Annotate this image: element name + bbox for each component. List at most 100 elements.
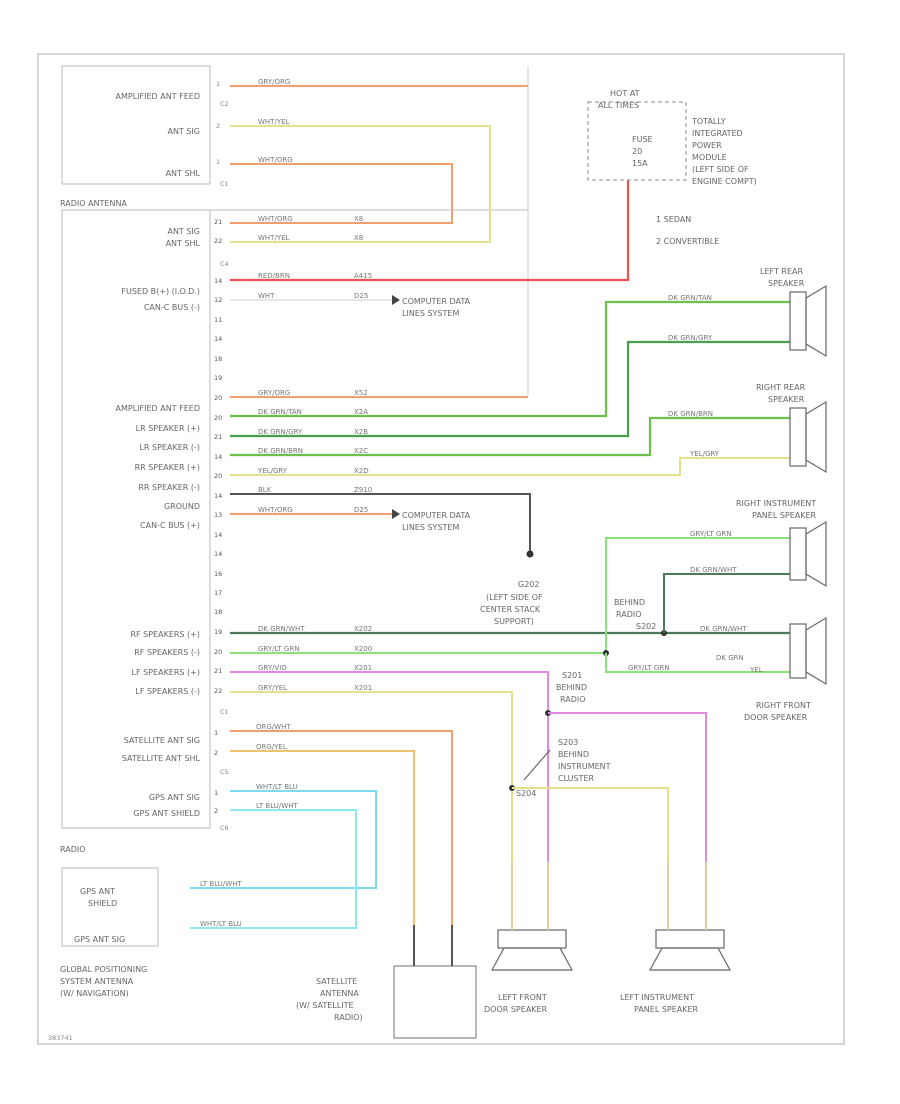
svg-text:19: 19 [214,628,222,636]
circuit-label: D25 [354,506,368,514]
svg-text:14: 14 [214,550,222,558]
tipm-label-d: MODULE [692,153,727,162]
tipm-label-e: (LEFT SIDE OF [692,165,749,174]
ant-sig-label: ANT SIG [167,127,200,136]
wire-rf-neg [230,537,790,654]
circuit-label: X2D [354,467,369,475]
bottom-speaker-leads [511,862,707,930]
tipm-box [587,101,687,181]
wire-label: DK GRN/WHT [700,625,747,633]
tipm-label-f: ENGINE COMPT) [692,177,757,186]
svg-text:21: 21 [214,218,222,226]
wire-label: DK GRN/TAN [258,408,302,416]
g202-label: G202 [518,580,539,589]
s202-label: S202 [636,622,656,631]
svg-text:22: 22 [214,687,222,695]
wire-label: DK GRN/BRN [258,447,303,455]
s203-label-c: INSTRUMENT [558,762,611,771]
svg-text:12: 12 [214,296,222,304]
wire-label: GRY/ORG [258,389,290,397]
svg-text:SPEAKER: SPEAKER [768,279,805,288]
svg-text:LEFT REAR: LEFT REAR [760,267,803,276]
connector-c5: C5 [220,768,229,776]
hot-at-label: HOT AT [610,89,640,98]
circuit-label: X2A [354,408,368,416]
radio-antenna-title: RADIO ANTENNA [60,199,127,208]
circuit-label: X2B [354,428,368,436]
circuit-label: X52 [354,389,368,397]
fuse-label-b: 20 [632,147,642,156]
circuit-label: D25 [354,292,368,300]
pin-label: 1 [216,158,220,166]
amplified-ant-feed-label: AMPLIFIED ANT FEED [116,92,201,101]
behind-radio-1: BEHIND [614,598,645,607]
wire-label: YEL/GRY [689,450,720,458]
wire-rr-neg [230,457,790,476]
fuse-label-c: 15A [632,159,648,168]
satellite-label-b: ANTENNA [320,989,359,998]
wire-label: ORG/YEL [256,743,287,751]
wire-label: WHT/LT BLU [200,920,242,928]
sat-ant-sig-label: SATELLITE ANT SIG [124,736,200,745]
wire-label: DK GRN/WHT [690,566,737,574]
svg-text:20: 20 [214,414,222,422]
svg-text:PANEL SPEAKER: PANEL SPEAKER [752,511,817,520]
note-1: 1 SEDAN [656,215,691,224]
wire-label: YEL/GRY [257,467,288,475]
wire-label: GRY/LT GRN [258,645,299,653]
pin-label: 2 [216,122,220,130]
svg-text:20: 20 [214,472,222,480]
wire-rf-neg-branch [605,653,790,673]
arrow-icon [392,295,400,305]
svg-text:18: 18 [214,608,222,616]
connector-c2: C2 [220,100,229,108]
wire-sat-sig [230,730,453,925]
fused-b-label: FUSED B(+) (I.O.D.) [121,287,200,296]
g202-label-c: CENTER STACK [480,605,541,614]
svg-text:18: 18 [214,355,222,363]
pin-label: 1 [216,80,220,88]
wire-label: WHT/ORG [258,506,293,514]
page-code: 383741 [48,1034,73,1042]
rr-spk-neg-label: RR SPEAKER (-) [138,483,200,492]
sat-leads [413,925,453,966]
wire-lr-pos [230,300,790,418]
wire-fused-b [230,180,630,282]
g202-label-d: SUPPORT) [494,617,534,626]
svg-text:14: 14 [214,453,222,461]
behind-radio-2: BEHIND [556,683,587,692]
svg-text:14: 14 [214,277,222,285]
rr-spk-pos-label: RR SPEAKER (+) [135,463,200,472]
left-front-speaker: LEFT FRONT DOOR SPEAKER [484,929,574,1014]
right-ip-speaker: RIGHT INSTRUMENT PANEL SPEAKER [736,499,827,588]
wire-lf-pos [230,671,549,862]
note-2: 2 CONVERTIBLE [656,237,719,246]
ant-shl-label: ANT SHL [166,169,201,178]
s203-label-d: CLUSTER [558,774,595,783]
connector-c1b: C1 [220,708,229,716]
svg-text:1: 1 [214,789,218,797]
circuit-label: X2C [354,447,368,455]
arrow-icon [392,509,400,519]
svg-text:20: 20 [214,394,222,402]
svg-text:14: 14 [214,492,222,500]
wire-label: WHT/ORG [258,156,293,164]
behind-radio-1b: RADIO [616,610,642,619]
wire-label: BLK [258,486,272,494]
gps-box-shield-b: SHIELD [88,899,117,908]
connector-c1: C1 [220,180,229,188]
circuit-label: Z910 [354,486,372,494]
lr-spk-pos-label: LR SPEAKER (+) [136,424,200,433]
circuit-label: X202 [354,625,372,633]
gps-antenna-label-c: (W/ NAVIGATION) [60,989,129,998]
wire-lf-pos-branch [548,712,707,862]
leader-line [523,749,551,781]
wire-rf-pos-branch [663,573,790,633]
svg-text:LEFT INSTRUMENT: LEFT INSTRUMENT [620,993,694,1002]
satellite-label: SATELLITE [316,977,357,986]
wire-lr-neg [230,340,790,438]
svg-text:16: 16 [214,570,222,578]
gps-antenna-label-b: SYSTEM ANTENNA [60,977,134,986]
